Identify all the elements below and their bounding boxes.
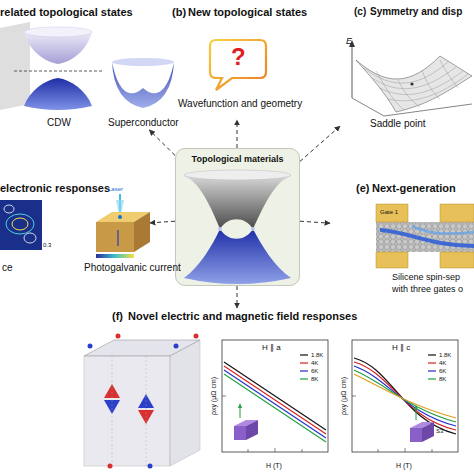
laser-label: Laser xyxy=(108,186,123,193)
panel-title: Topological materials xyxy=(176,154,299,164)
legend-text: 4K xyxy=(311,360,318,366)
plot-title: H ∥ a xyxy=(262,343,281,352)
panel-caption: Saddle point xyxy=(370,118,426,130)
legend-item: 8K xyxy=(428,376,446,382)
axis-label: E xyxy=(346,36,352,46)
dashed-arrow xyxy=(150,221,175,223)
legend-swatch xyxy=(428,368,437,374)
legend-swatch xyxy=(428,360,437,366)
panel-region: (f) Novel electric and magnetic field res… xyxy=(70,308,474,474)
panel-caption: Wavefunction and geometry xyxy=(178,98,302,110)
panel-title: Novel electric and magnetic field respon… xyxy=(128,310,357,323)
sample-label: S3 xyxy=(436,428,443,435)
axis-label: H (T) xyxy=(266,462,282,470)
legend-text: 8K xyxy=(311,376,318,382)
dashed-arrow xyxy=(237,286,238,308)
panel-title: Next-generation xyxy=(372,182,456,195)
panel-caption: Superconductor xyxy=(108,117,179,129)
legend-item: 4K xyxy=(300,360,318,366)
legend-text: 1.8K xyxy=(439,352,451,358)
legend-text: 1.8K xyxy=(311,352,323,358)
panel-title: New topological states xyxy=(188,6,307,19)
legend-swatch xyxy=(428,352,437,358)
dashed-arrow xyxy=(237,120,238,148)
legend-text: 6K xyxy=(311,368,318,374)
panel-letter: (e) xyxy=(356,182,369,195)
dashed-arrow xyxy=(300,221,330,223)
panel-caption: ce xyxy=(2,262,13,274)
dashed-arrow xyxy=(149,130,175,155)
dashed-arrow xyxy=(300,126,340,161)
legend-swatch xyxy=(300,352,309,358)
axis-label: H (T) xyxy=(396,462,412,470)
panel-caption: Silicene spin-sep xyxy=(392,272,460,282)
gate-label: Gate 1 xyxy=(380,209,398,216)
legend-item: 8K xyxy=(300,376,318,382)
legend-text: 4K xyxy=(439,360,446,366)
axis-label: ρxy (μΩ cm) xyxy=(340,377,348,415)
legend-item: 4K xyxy=(428,360,446,366)
legend-swatch xyxy=(300,376,309,382)
question-mark: ? xyxy=(231,43,246,71)
panel-title: related topological states xyxy=(0,6,133,19)
panel-caption: CDW xyxy=(47,117,71,129)
panel-region: (c) Symmetry and disp xyxy=(340,2,474,132)
center-box: Topological materials xyxy=(175,148,300,286)
legend-item: 1.8K xyxy=(428,352,451,358)
tick-label: 0.3 xyxy=(43,242,51,249)
panel-caption: Photogalvanic current xyxy=(84,262,181,274)
plot-title: H ∥ c xyxy=(392,343,410,352)
legend-item: 6K xyxy=(428,368,446,374)
legend-swatch xyxy=(428,376,437,382)
panel-letter: (b) xyxy=(172,6,186,19)
legend-text: 6K xyxy=(439,368,446,374)
panel-region: related topological states xyxy=(0,2,170,130)
legend-text: 8K xyxy=(439,376,446,382)
panel-letter: (f) xyxy=(112,310,123,323)
axis-label: ρxy (μΩ cm) xyxy=(210,377,218,415)
panel-caption: with three gates o xyxy=(392,284,463,294)
legend-swatch xyxy=(300,368,309,374)
panel-letter: (c) xyxy=(354,6,366,18)
legend-item: 6K xyxy=(300,368,318,374)
panel-title: Symmetry and disp xyxy=(370,6,462,18)
panel-title: electronic responses xyxy=(0,182,110,195)
legend-item: 1.8K xyxy=(300,352,323,358)
legend-swatch xyxy=(300,360,309,366)
